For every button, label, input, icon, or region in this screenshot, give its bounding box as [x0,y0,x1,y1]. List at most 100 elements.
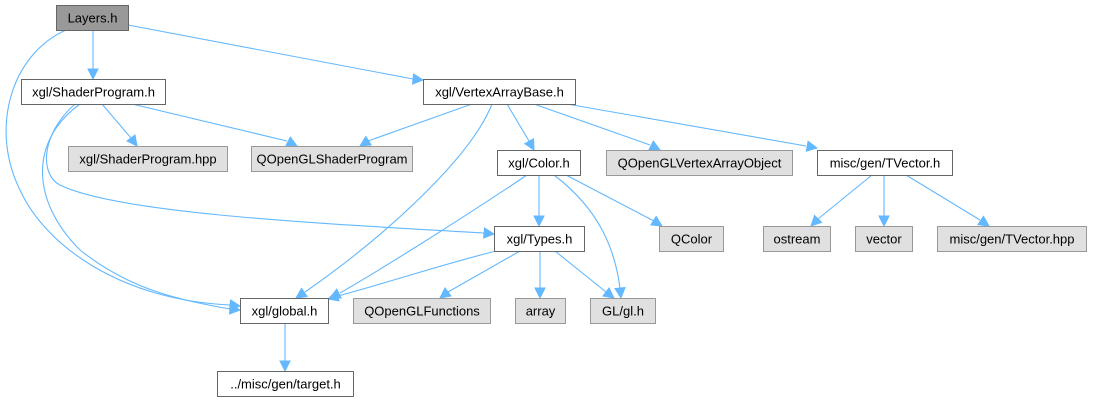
edge-shaderprogram_h-to-types_h [45,103,496,239]
edge-line [131,103,288,142]
node-label: ostream [774,232,821,247]
edge-color_h-to-types_h [533,175,545,228]
edge-line [565,174,655,222]
arrowhead-icon [533,215,545,228]
arrowhead-icon [523,138,535,151]
edge-layers-to-vertexarraybase_h [127,24,425,85]
arrowhead-icon [359,135,372,147]
node-label: xgl/Types.h [507,232,573,247]
edge-tvector_h-to-tvector_hpp [905,174,990,227]
edge-line [101,103,132,139]
node-box [855,226,913,252]
arrowhead-icon [439,287,452,299]
edge-shaderprogram_h-to-shaderprogram_hpp [101,103,138,147]
edge-vertexarraybase_h-to-qopenglshaderprogram [359,103,473,147]
edge-vertexarraybase_h-to-global_h [295,103,493,299]
node-label: misc/gen/TVector.h [830,156,941,171]
edge-types_h-to-global_h [326,250,497,302]
node-label: vector [866,232,902,247]
edge-line [817,174,873,220]
edge-layers-to-shaderprogram_h [87,30,99,81]
edge-color_h-to-gl_h [553,174,626,300]
arrowhead-icon [326,290,340,302]
edge-line [905,174,981,221]
node-layers[interactable]: Layers.h [56,5,129,31]
arrowhead-icon [534,287,546,300]
arrowhead-icon [411,73,425,85]
edge-line [337,250,497,297]
arrowhead-icon [977,215,990,227]
node-box [590,298,656,324]
node-shaderprogram-h[interactable]: xgl/ShaderProgram.h [21,79,166,105]
edge-types_h-to-gl_h [554,250,615,299]
node-qopenglfunctions: QOpenGLFunctions [353,298,491,324]
edge-shaderprogram_h-to-global_h [41,103,242,315]
node-vertexarraybase-h[interactable]: xgl/VertexArrayBase.h [423,79,576,105]
node-label: xgl/global.h [252,304,318,319]
node-global-h[interactable]: xgl/global.h [240,298,329,324]
node-shaderprogram-hpp: xgl/ShaderProgram.hpp [68,146,228,172]
edge-vertexarraybase_h-to-qopenglvao [533,103,661,151]
node-box [606,150,793,176]
edge-types_h-to-qopenglfunctions [439,250,521,299]
edge-color_h-to-qcolor [565,174,663,227]
node-label: xgl/VertexArrayBase.h [435,85,564,100]
arrowhead-icon [614,286,626,300]
node-box [494,226,585,252]
node-gl-h: GL/gl.h [590,298,656,324]
arrowhead-icon [228,303,242,315]
edge-line [304,103,493,293]
edge-line [566,103,807,147]
arrowhead-icon [878,215,890,228]
edge-line [554,250,607,293]
node-box [21,79,166,105]
node-label: GL/gl.h [602,304,644,319]
arrowhead-icon [805,140,819,152]
edge-line [127,24,414,80]
edge-vertexarraybase_h-to-tvector_h [566,103,819,152]
node-color-h[interactable]: xgl/Color.h [497,150,581,176]
edge-line [45,103,485,234]
edge-tvector_h-to-ostream [810,174,873,227]
node-box [497,150,581,176]
arrowhead-icon [126,134,138,147]
edge-line [506,103,530,142]
arrowhead-icon [279,360,291,373]
edge-line [533,103,651,146]
edge-types_h-to-array [534,251,546,300]
edges-layer [5,24,990,373]
node-box [763,226,831,252]
node-label: ../misc/gen/target.h [230,377,341,392]
arrowhead-icon [650,215,663,227]
edge-line [5,29,231,306]
node-box [353,298,491,324]
node-label: QOpenGLVertexArrayObject [618,156,782,171]
node-types-h[interactable]: xgl/Types.h [494,226,585,252]
node-label: Layers.h [68,11,118,26]
node-box [659,226,724,252]
arrowhead-icon [602,287,615,299]
edge-line [553,174,621,289]
node-array: array [515,298,566,324]
edge-vertexarraybase_h-to-color_h [506,103,535,151]
node-label: xgl/ShaderProgram.h [32,85,155,100]
nodes-layer: Layers.h xgl/ShaderProgram.h xgl/VertexArr… [21,5,1087,397]
node-box [515,298,566,324]
edge-shaderprogram_h-to-qopenglshaderprogram [131,103,298,147]
node-qopenglshaderprogram: QOpenGLShaderProgram [251,146,413,172]
arrowhead-icon [87,68,99,81]
node-tvector-h[interactable]: misc/gen/TVector.h [817,150,953,176]
arrowhead-icon [295,287,308,299]
node-qcolor: QColor [659,226,724,252]
node-label: xgl/ShaderProgram.hpp [79,152,216,167]
node-box [423,79,576,105]
node-box [240,298,329,324]
arrowhead-icon [285,136,298,147]
edge-global_h-to-target_h [279,323,291,373]
node-box [251,146,413,172]
node-box [217,371,354,397]
node-target-h[interactable]: ../misc/gen/target.h [217,371,354,397]
node-label: array [526,304,556,319]
node-label: xgl/Color.h [508,156,569,171]
